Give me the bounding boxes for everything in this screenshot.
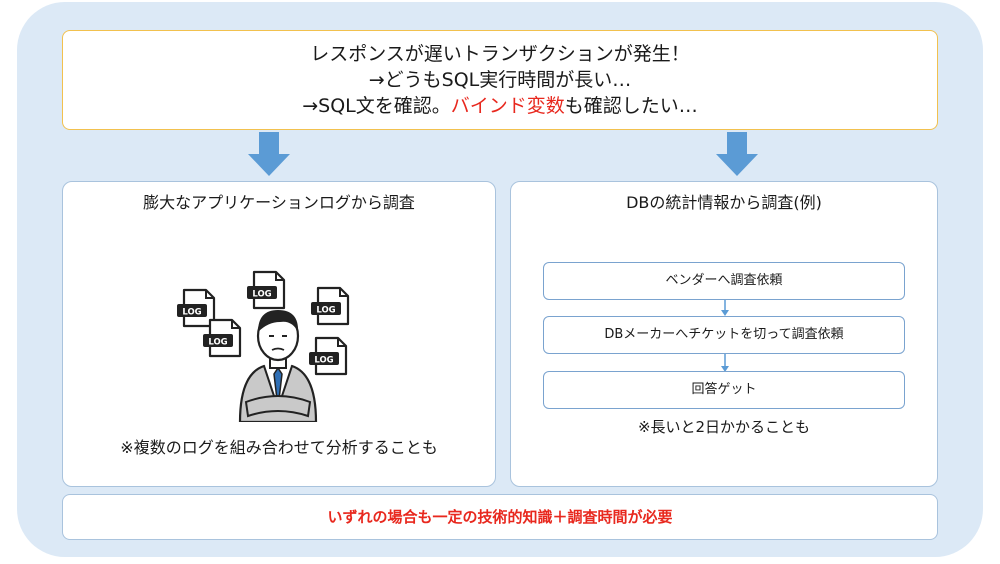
step-get-answer: 回答ゲット	[543, 371, 905, 409]
log-file-icon: LOG	[201, 318, 242, 358]
log-label: LOG	[316, 306, 335, 316]
application-log-panel: 膨大なアプリケーションログから調査 LOG LOG LOG LOG LOG	[62, 181, 496, 487]
person-icon	[238, 310, 318, 422]
log-label: LOG	[252, 290, 271, 300]
application-log-title: 膨大なアプリケーションログから調査	[143, 193, 415, 212]
problem-line-3: →SQL文を確認。バインド変数も確認したい…	[63, 93, 937, 119]
right-down-arrow-icon	[716, 132, 758, 176]
bind-variable-highlight: バインド変数	[450, 95, 565, 117]
log-label: LOG	[314, 356, 333, 366]
step-db-maker-ticket: DBメーカーへチケットを切って調査依頼	[543, 316, 905, 354]
left-down-arrow-icon	[248, 132, 290, 176]
conclusion-box: いずれの場合も一定の技術的知識＋調査時間が必要	[62, 494, 938, 540]
conclusion-text: いずれの場合も一定の技術的知識＋調査時間が必要	[327, 508, 673, 526]
log-file-icon: LOG	[245, 270, 286, 310]
duration-note: ※長いと2日かかることも	[637, 418, 811, 436]
problem-line-3-suffix: も確認したい…	[564, 95, 698, 117]
problem-line-2: →どうもSQL実行時間が長い…	[368, 69, 632, 91]
problem-line-3-prefix: →SQL文を確認。	[302, 95, 451, 117]
log-label: LOG	[182, 308, 201, 318]
log-file-icon: LOG	[175, 288, 216, 328]
step-vendor-request: ベンダーへ調査依頼	[543, 262, 905, 300]
investigator-with-logs-illustration: LOG LOG LOG LOG LOG	[175, 270, 350, 422]
log-file-icon: LOG	[307, 336, 348, 376]
problem-box: レスポンスが遅いトランザクションが発生！ →どうもSQL実行時間が長い… →SQ…	[62, 30, 938, 130]
step-arrow-icon	[721, 300, 729, 316]
log-analysis-note: ※複数のログを組み合わせて分析することも	[120, 438, 438, 457]
db-statistics-title: DBの統計情報から調査(例)	[626, 193, 822, 212]
problem-line-1: レスポンスが遅いトランザクションが発生！	[310, 43, 690, 65]
log-label: LOG	[208, 338, 227, 348]
log-file-icon: LOG	[309, 286, 350, 326]
step-arrow-icon	[721, 354, 729, 372]
db-statistics-panel: DBの統計情報から調査(例) ベンダーへ調査依頼 DBメーカーへチケットを切って…	[510, 181, 938, 487]
